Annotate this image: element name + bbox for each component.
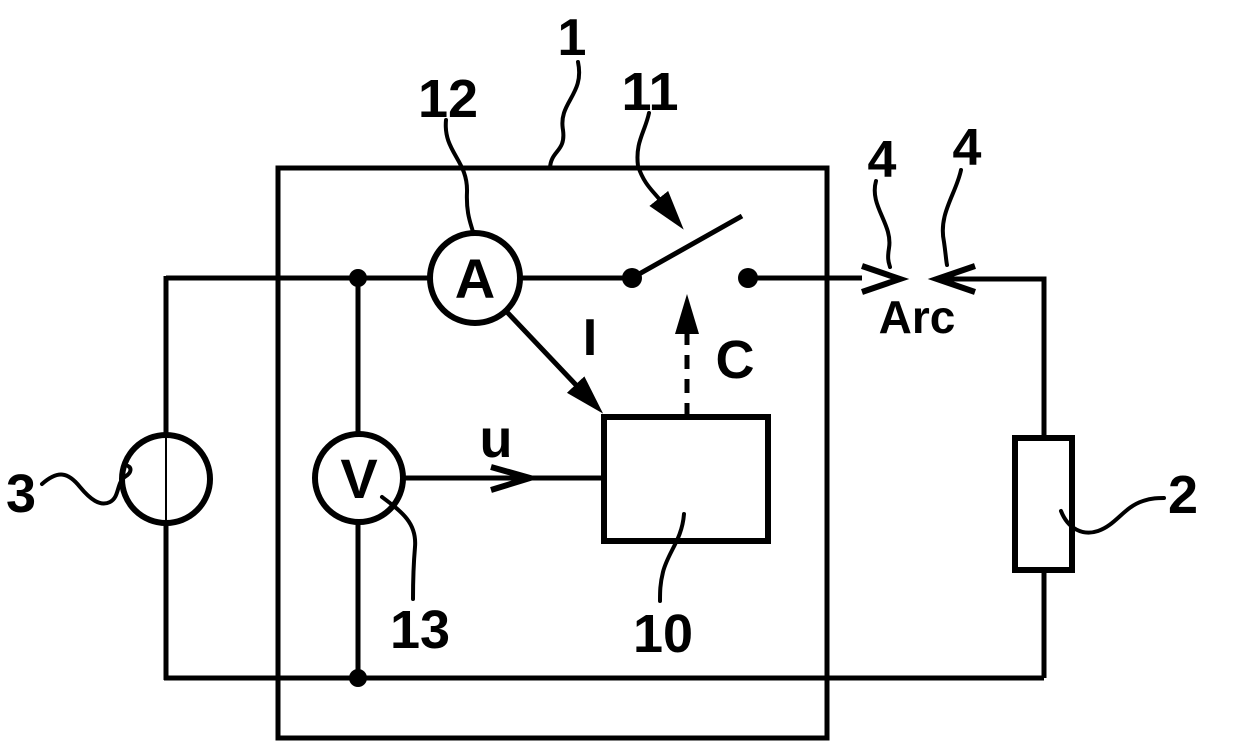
label-command-signal: C [716,330,755,390]
leader-ref1 [548,60,582,170]
label-ref4-right: 4 [953,119,982,177]
label-ref11: 11 [621,62,678,122]
voltage-signal-arrowhead [490,464,541,493]
leader-ref10 [658,512,686,603]
label-ref1: 1 [558,9,587,67]
leader-ref3 [40,464,133,506]
leader-ref13 [380,495,418,601]
label-ref12: 12 [418,69,478,129]
leader-ref4-left [872,179,892,269]
label-ref2: 2 [1168,465,1198,525]
current-signal-arrow [504,309,604,414]
label-ref10: 10 [633,604,693,664]
switch-blade [630,213,744,281]
label-ref3: 3 [6,464,36,524]
measurement-unit-box [275,165,830,741]
voltmeter-symbol: V [340,447,377,510]
label-ref4-left: 4 [868,131,897,189]
label-arc: Arc [879,291,956,343]
label-ref13: 13 [390,600,450,660]
label-voltage-signal: u [480,409,513,469]
leader-ref12 [443,118,475,234]
junction-dot-top [349,269,367,287]
junction-dot-bottom [349,669,367,687]
switch-contact-right-dot [738,268,758,288]
wire-right-upper [937,276,1047,438]
ammeter-symbol: A [455,247,495,310]
leader-ref11-arrow [635,111,684,230]
arc-electrode-right-arrowhead [927,263,976,295]
ammeter-circle [427,230,523,326]
leader-ref4-right [940,168,963,267]
label-current-signal: I [583,309,597,367]
load-resistor [1012,435,1075,573]
leader-ref2 [1059,496,1166,535]
arc-electrode-left-arrowhead [861,263,910,295]
control-unit-box [601,414,771,544]
